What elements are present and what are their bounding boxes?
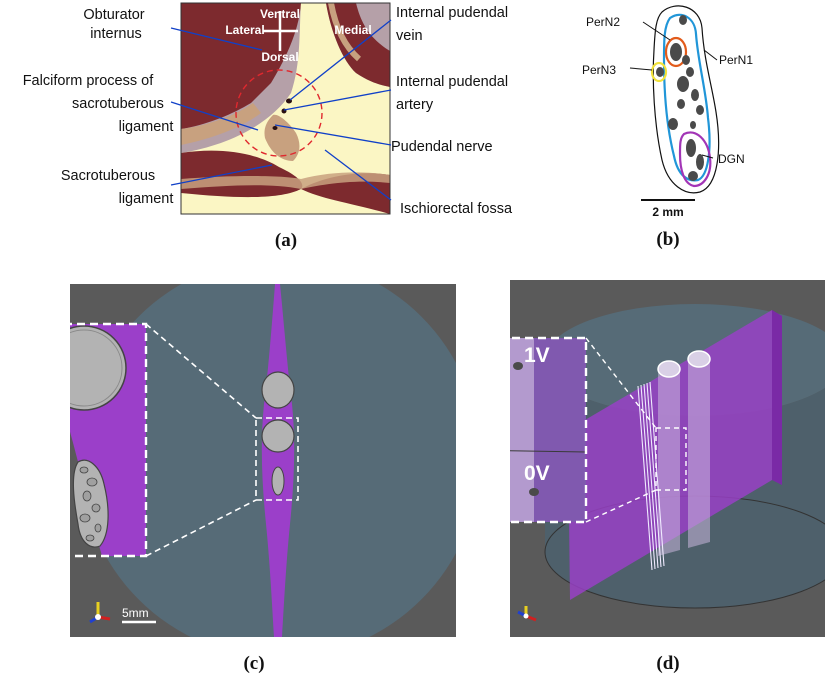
caption-a: (a): [275, 230, 297, 251]
vessel-lower: [261, 419, 295, 453]
inset-d-tube: [510, 338, 534, 522]
b-leader-lines: [629, 21, 718, 159]
inset-d-nerve-top: [513, 362, 523, 370]
zoom-line-d-bottom: [585, 489, 657, 523]
label-dgn: DGN: [718, 152, 745, 166]
label-sacrotuberous-ligament: Sacrotuberous ligament: [61, 168, 174, 207]
ligament-node: [264, 114, 300, 161]
panel-b: PerN2 PerN3 PerN1 DGN 2 mm (b): [582, 5, 753, 250]
anatomy-illustration: Ventral Dorsal Lateral Medial: [181, 3, 390, 214]
region-of-interest-circle: [235, 69, 323, 157]
nerve-small: [271, 466, 285, 496]
inset-d-nerve-bottom: [529, 488, 539, 496]
label-pern1: PerN1: [719, 53, 753, 67]
caption-d: (d): [656, 653, 679, 674]
inset-vessel: [70, 325, 127, 411]
fem-model-c: 5mm: [70, 284, 456, 637]
pern3-outline: [650, 61, 668, 83]
muscle-right-shape: [326, 3, 390, 87]
label-internal-pudendal-artery: Internal pudendal artery: [396, 74, 512, 113]
axis-triad-d: [517, 606, 537, 622]
inset-frame: [70, 322, 148, 558]
zoom-line-top: [145, 323, 257, 419]
fascicles: [656, 15, 704, 181]
zoom-box-d: [655, 427, 687, 491]
ventral-label: Ventral: [260, 7, 300, 21]
label-pern3: PerN3: [582, 63, 616, 77]
dorsal-label: Dorsal: [261, 50, 298, 64]
label-obturator-internus: Obturator internus: [83, 7, 148, 42]
caption-c: (c): [243, 653, 264, 674]
scale-label-c: 5mm: [122, 606, 149, 620]
pern1-outline: [662, 13, 711, 182]
dgn-outline: [678, 131, 712, 188]
label-pudendal-nerve: Pudendal nerve: [391, 139, 493, 155]
inset-vessel-wall: [70, 329, 123, 407]
sacrotuberous-band: [181, 172, 390, 189]
zoom-line-d-top: [585, 337, 657, 429]
panel-c: 5mm (c): [70, 284, 456, 674]
label-0v: 0V: [524, 462, 550, 485]
falciform-process: [181, 103, 261, 145]
label-falciform-process: Falciform process of sacrotuberous ligam…: [23, 73, 174, 135]
caption-b: (b): [656, 229, 679, 250]
fem-model-d: 1V 0V: [510, 280, 825, 637]
vessel-upper: [261, 371, 295, 409]
panel-d: 1V 0V (d): [510, 280, 825, 674]
pern2-outline: [664, 36, 688, 68]
axis-triad-c: [89, 602, 111, 624]
anatomy-frame: [180, 2, 391, 215]
zoom-line-bottom: [145, 499, 257, 557]
tissue-slab-side: [772, 310, 782, 485]
electrode-contacts: [637, 381, 665, 571]
nerve-cross-section: [652, 5, 720, 194]
scale-label-b: 2 mm: [652, 205, 683, 219]
lateral-label: Lateral: [225, 23, 264, 37]
leader-lines: [170, 19, 392, 201]
label-1v: 1V: [524, 344, 550, 367]
fascia-right: [328, 3, 362, 62]
zoom-box-c: [255, 417, 299, 501]
vessel-tubes: [657, 350, 711, 556]
label-pern2: PerN2: [586, 15, 620, 29]
label-internal-pudendal-vein: Internal pudendal vein: [396, 5, 512, 44]
panel-a: Ventral Dorsal Lateral Medial Obturator …: [23, 2, 513, 251]
label-ischiorectal-fossa: Ischiorectal fossa: [400, 201, 513, 217]
medial-label: Medial: [334, 23, 371, 37]
tissue-strip: [261, 284, 295, 637]
nerve-dot: [272, 126, 278, 130]
inset-fascicles: [79, 466, 102, 542]
inset-d-horizon: [510, 450, 587, 453]
obturator-internus-shape: [181, 3, 301, 129]
